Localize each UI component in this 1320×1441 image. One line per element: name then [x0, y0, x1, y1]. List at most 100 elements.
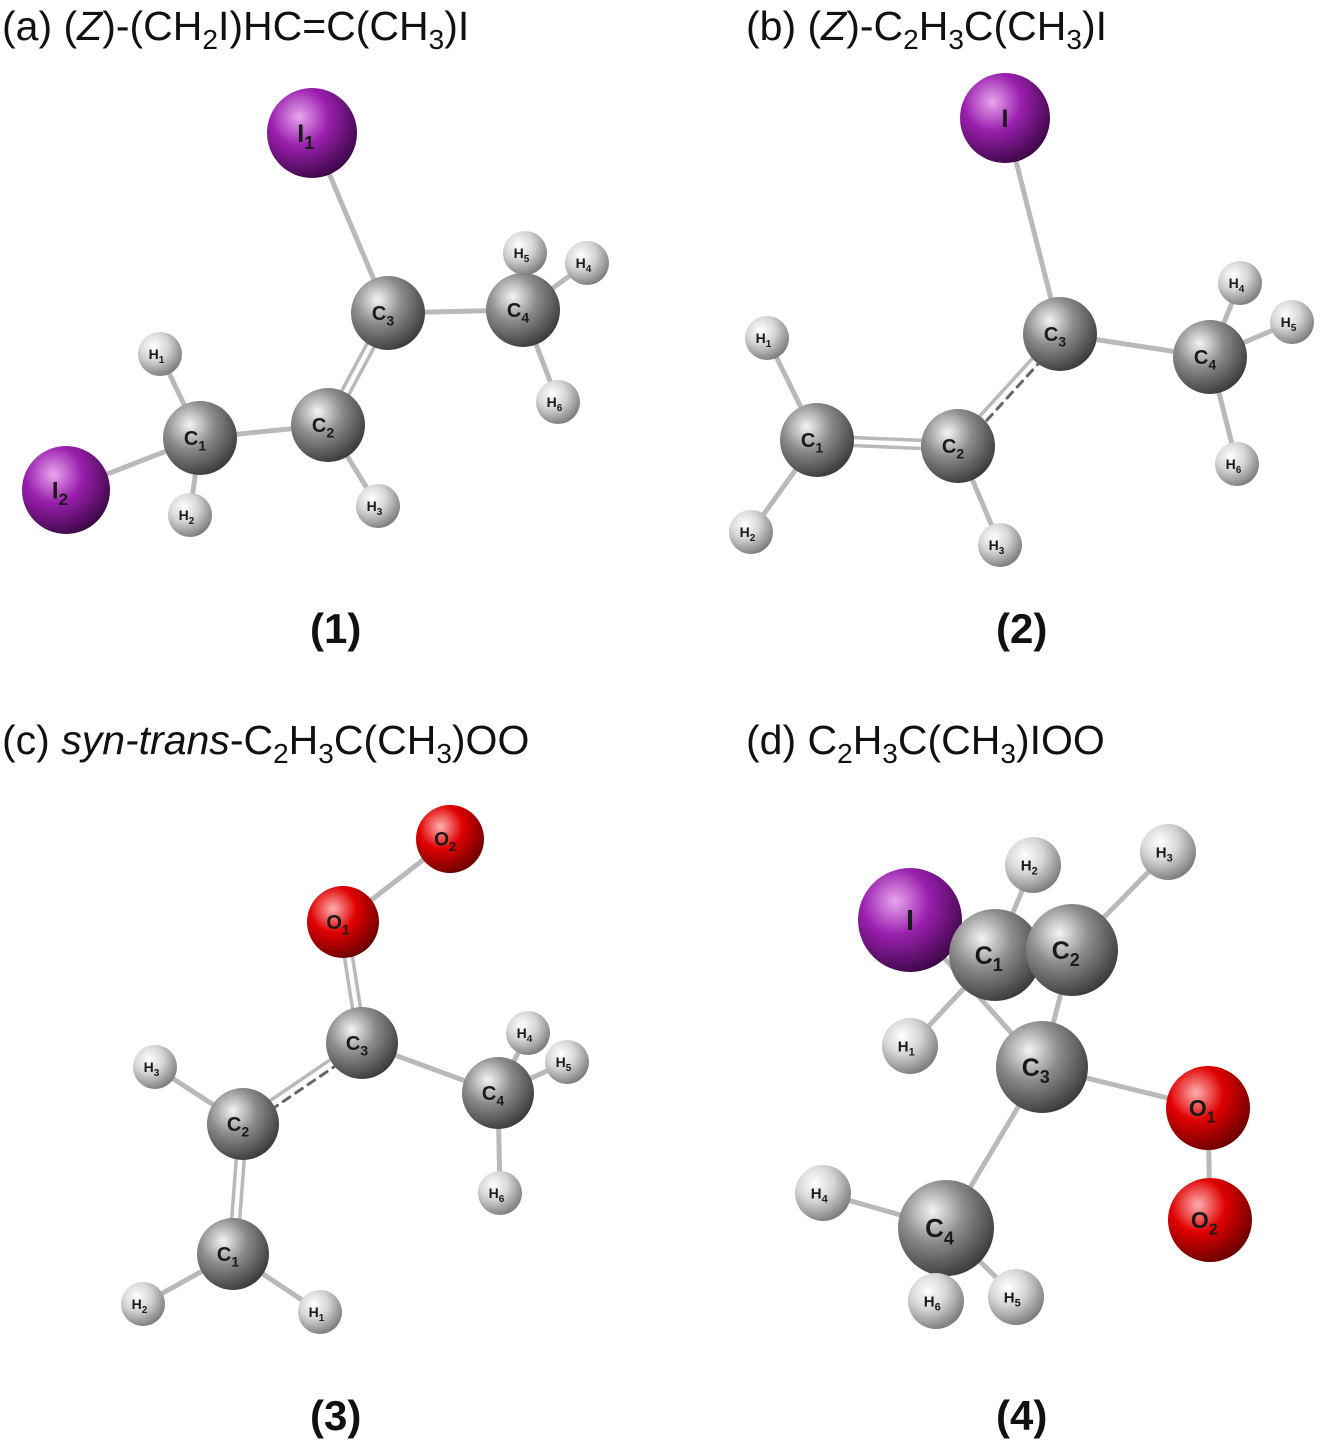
- atom-sphere: [356, 484, 400, 528]
- atom-label: H5: [1281, 314, 1297, 334]
- panel-title-b: (b) (Z)-C2H3C(CH3)I: [746, 6, 1107, 54]
- atom-a-H3: H3: [356, 484, 400, 528]
- atom-d-C3: C3: [996, 1021, 1088, 1113]
- atom-label: H6: [924, 1293, 941, 1313]
- atom-sphere: [978, 523, 1022, 567]
- atom-sphere: [960, 73, 1050, 163]
- atom-label: C1: [217, 1244, 239, 1270]
- atom-subscript: 6: [935, 1301, 941, 1313]
- atom-d-O1: O1: [1166, 1066, 1250, 1150]
- atom-sphere: [1270, 300, 1314, 344]
- atom-label: C3: [1044, 324, 1066, 350]
- title-segment: )OO: [451, 717, 530, 763]
- atom-a-C3: C3: [351, 276, 425, 350]
- atom-sphere: [121, 1282, 165, 1326]
- atom-label: I: [906, 905, 914, 937]
- title-segment: )-C: [846, 3, 904, 49]
- atom-symbol: H: [309, 1304, 319, 1320]
- atom-subscript: 4: [1208, 357, 1216, 373]
- atom-symbol: H: [514, 245, 524, 261]
- atom-label: H3: [144, 1059, 160, 1079]
- atom-label: H6: [547, 394, 563, 414]
- atom-sphere: [503, 231, 547, 275]
- atom-sphere: [1173, 320, 1247, 394]
- atom-sphere: [780, 403, 854, 477]
- atom-subscript: 2: [1209, 1221, 1218, 1238]
- molecule-number-1: (1): [310, 605, 362, 652]
- panel-title-a: (a) (Z)-(CH2I)HC=C(CH3)I: [2, 6, 469, 54]
- atom-b-H1: H1: [745, 316, 789, 360]
- atom-label: H5: [556, 1054, 572, 1074]
- atom-symbol: H: [179, 507, 189, 523]
- title-segment: H: [852, 717, 883, 763]
- atom-sphere: [197, 1218, 269, 1290]
- atom-label: H3: [367, 498, 383, 518]
- molecule-number-2: (2): [996, 605, 1048, 652]
- atom-subscript: 3: [360, 1043, 368, 1059]
- atom-symbol: H: [1226, 456, 1236, 472]
- atom-symbol: H: [898, 1038, 909, 1055]
- atom-sphere: [949, 909, 1041, 1001]
- atom-symbol: H: [989, 537, 999, 553]
- atom-subscript: 1: [198, 438, 206, 454]
- atom-c-C2: C2: [207, 1088, 279, 1160]
- atom-subscript: 3: [1040, 1067, 1050, 1087]
- atom-sphere: [996, 1021, 1088, 1113]
- atom-sphere: [545, 1040, 589, 1084]
- atom-subscript: 1: [319, 1313, 325, 1324]
- title-segment: )IOO: [1015, 717, 1105, 763]
- atom-label: H1: [756, 330, 772, 350]
- atom-subscript: 3: [377, 507, 383, 518]
- atom-symbol: H: [556, 1054, 566, 1070]
- atom-symbol: C: [312, 415, 326, 437]
- atom-sphere: [1140, 824, 1196, 880]
- title-segment: )I: [1081, 3, 1107, 49]
- atom-sphere: [908, 1273, 964, 1329]
- atom-subscript: 1: [304, 133, 314, 153]
- atom-symbol: O: [326, 912, 342, 934]
- atom-subscript: 2: [59, 490, 68, 509]
- title-segment: 3: [948, 24, 964, 55]
- atom-label: H3: [1156, 844, 1173, 864]
- atom-sphere: [1215, 442, 1259, 486]
- atom-symbol: C: [1044, 324, 1058, 346]
- atom-subscript: 2: [750, 533, 756, 544]
- atom-c-O1: O1: [307, 886, 379, 958]
- atom-sphere: [898, 1180, 994, 1276]
- atom-label: H2: [1021, 857, 1038, 877]
- atom-c-H2: H2: [121, 1282, 165, 1326]
- atom-sphere: [326, 1007, 398, 1079]
- atom-c-H5: H5: [545, 1040, 589, 1084]
- atom-sphere: [506, 1011, 550, 1055]
- atom-symbol: C: [372, 303, 386, 325]
- atom-sphere: [462, 1057, 534, 1129]
- atom-label: C4: [925, 1213, 954, 1248]
- atom-label: C2: [1052, 937, 1080, 970]
- atom-d-C2: C2: [1026, 904, 1118, 996]
- atom-label: H2: [740, 524, 756, 544]
- atom-sphere: [291, 388, 365, 462]
- atom-subscript: 3: [999, 546, 1005, 557]
- atom-subscript: 6: [1236, 465, 1242, 476]
- atom-label: C3: [346, 1033, 368, 1059]
- atom-sphere: [1218, 261, 1262, 305]
- atom-label: C1: [184, 428, 206, 454]
- title-segment: H: [288, 717, 319, 763]
- title-segment: 2: [837, 738, 853, 769]
- atom-label: H4: [517, 1025, 533, 1045]
- atom-b-C4: C4: [1173, 320, 1247, 394]
- atom-a-C1: C1: [163, 401, 237, 475]
- atom-sphere: [1023, 297, 1097, 371]
- atom-symbol: C: [925, 1213, 944, 1243]
- atom-label: O2: [434, 830, 456, 854]
- atom-d-H4: H4: [795, 1165, 851, 1221]
- atom-symbol: C: [1022, 1054, 1040, 1082]
- atom-label: C4: [1194, 347, 1216, 373]
- atom-sphere: [1166, 1066, 1250, 1150]
- atom-label: C2: [942, 436, 964, 462]
- atom-symbol: I: [1002, 105, 1009, 133]
- atom-label: H6: [489, 1185, 505, 1205]
- atom-label: C1: [801, 430, 823, 456]
- atom-subscript: 6: [499, 1194, 505, 1205]
